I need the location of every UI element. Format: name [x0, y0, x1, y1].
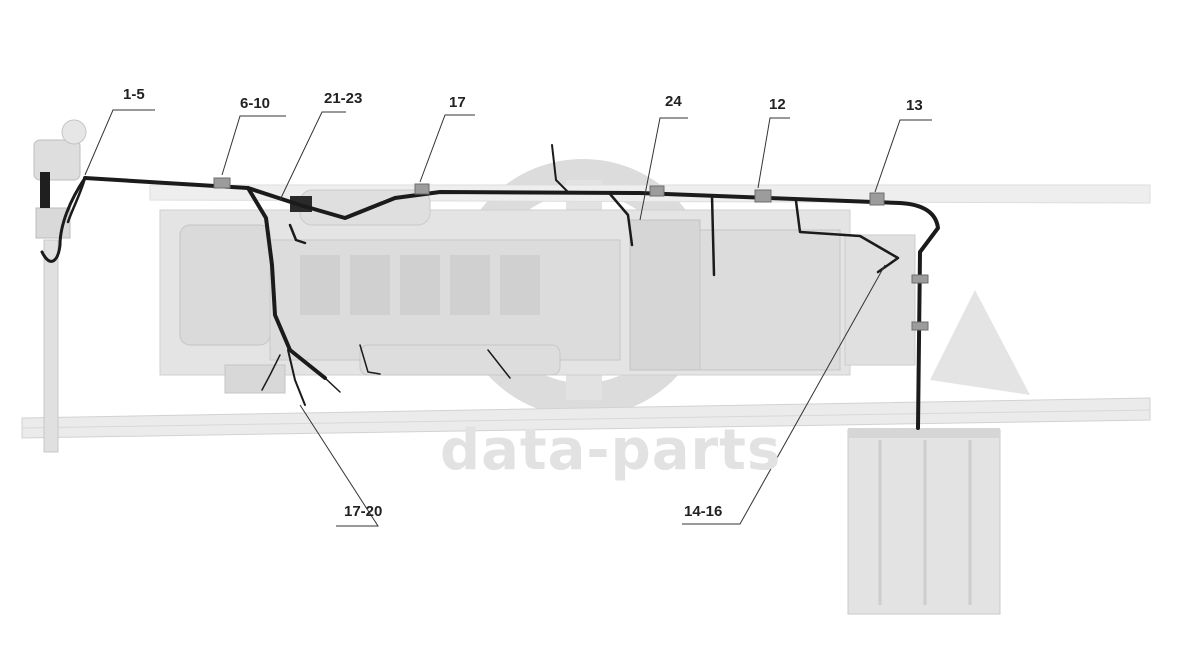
callout-12: 12	[769, 96, 786, 113]
battery-box	[847, 428, 1001, 615]
callout-6-10: 6-10	[240, 95, 271, 112]
leader-14-16	[682, 264, 886, 525]
callout-14-16: 14-16	[684, 503, 723, 520]
front-cab-mount	[33, 119, 87, 453]
leader-1-5	[84, 109, 155, 176]
watermark-text: data-parts	[440, 418, 782, 483]
leader-17	[419, 114, 475, 183]
leader-21-23	[279, 111, 346, 201]
callout-13: 13	[906, 97, 923, 114]
leader-13	[874, 119, 932, 193]
callout-17: 17	[449, 94, 466, 111]
callout-1-5: 1-5	[123, 86, 145, 103]
callout-17-20: 17-20	[344, 503, 383, 520]
leader-lines	[84, 109, 932, 527]
leader-24	[639, 117, 688, 221]
leader-12	[757, 117, 790, 189]
callout-21-23: 21-23	[324, 90, 363, 107]
harness-clips	[213, 177, 929, 331]
leader-6-10	[221, 115, 286, 176]
leader-17-20	[299, 404, 379, 527]
wiring-harness	[40, 144, 940, 430]
callout-24: 24	[665, 93, 682, 110]
